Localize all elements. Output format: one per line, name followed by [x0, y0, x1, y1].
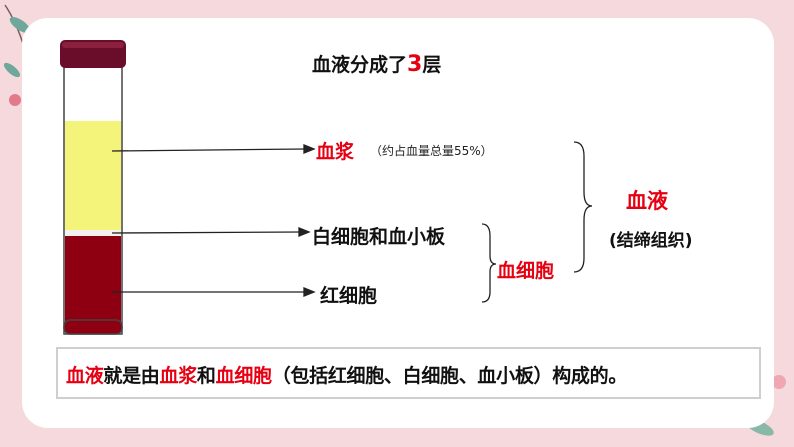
plasma-percentage-note: （约占血量总量55%）	[370, 144, 493, 158]
summary-sentence: 血液就是由血浆和血细胞（包括红细胞、白细胞、血小板）构成的。	[66, 365, 628, 387]
plasma-layer	[65, 121, 121, 230]
blood-brace	[573, 141, 593, 273]
connective-tissue-label: (结缔组织)	[609, 231, 693, 251]
cells-brace	[481, 223, 497, 303]
summary-box: 血液就是由血浆和血细胞（包括红细胞、白细胞、血小板）构成的。	[56, 347, 761, 399]
blood-label: 血液	[626, 189, 668, 213]
rbc-layer	[65, 236, 121, 330]
blood-cells-label: 血细胞	[497, 260, 555, 282]
wbc-platelet-label: 白细胞和血小板	[312, 226, 446, 248]
rbc-label: 红细胞	[320, 285, 378, 307]
buffy-coat-layer	[65, 230, 121, 236]
arrow-head	[303, 144, 316, 154]
page-title: 血液分成了3层	[312, 52, 442, 77]
plasma-label: 血浆	[316, 141, 355, 163]
title-number: 3	[407, 52, 423, 77]
